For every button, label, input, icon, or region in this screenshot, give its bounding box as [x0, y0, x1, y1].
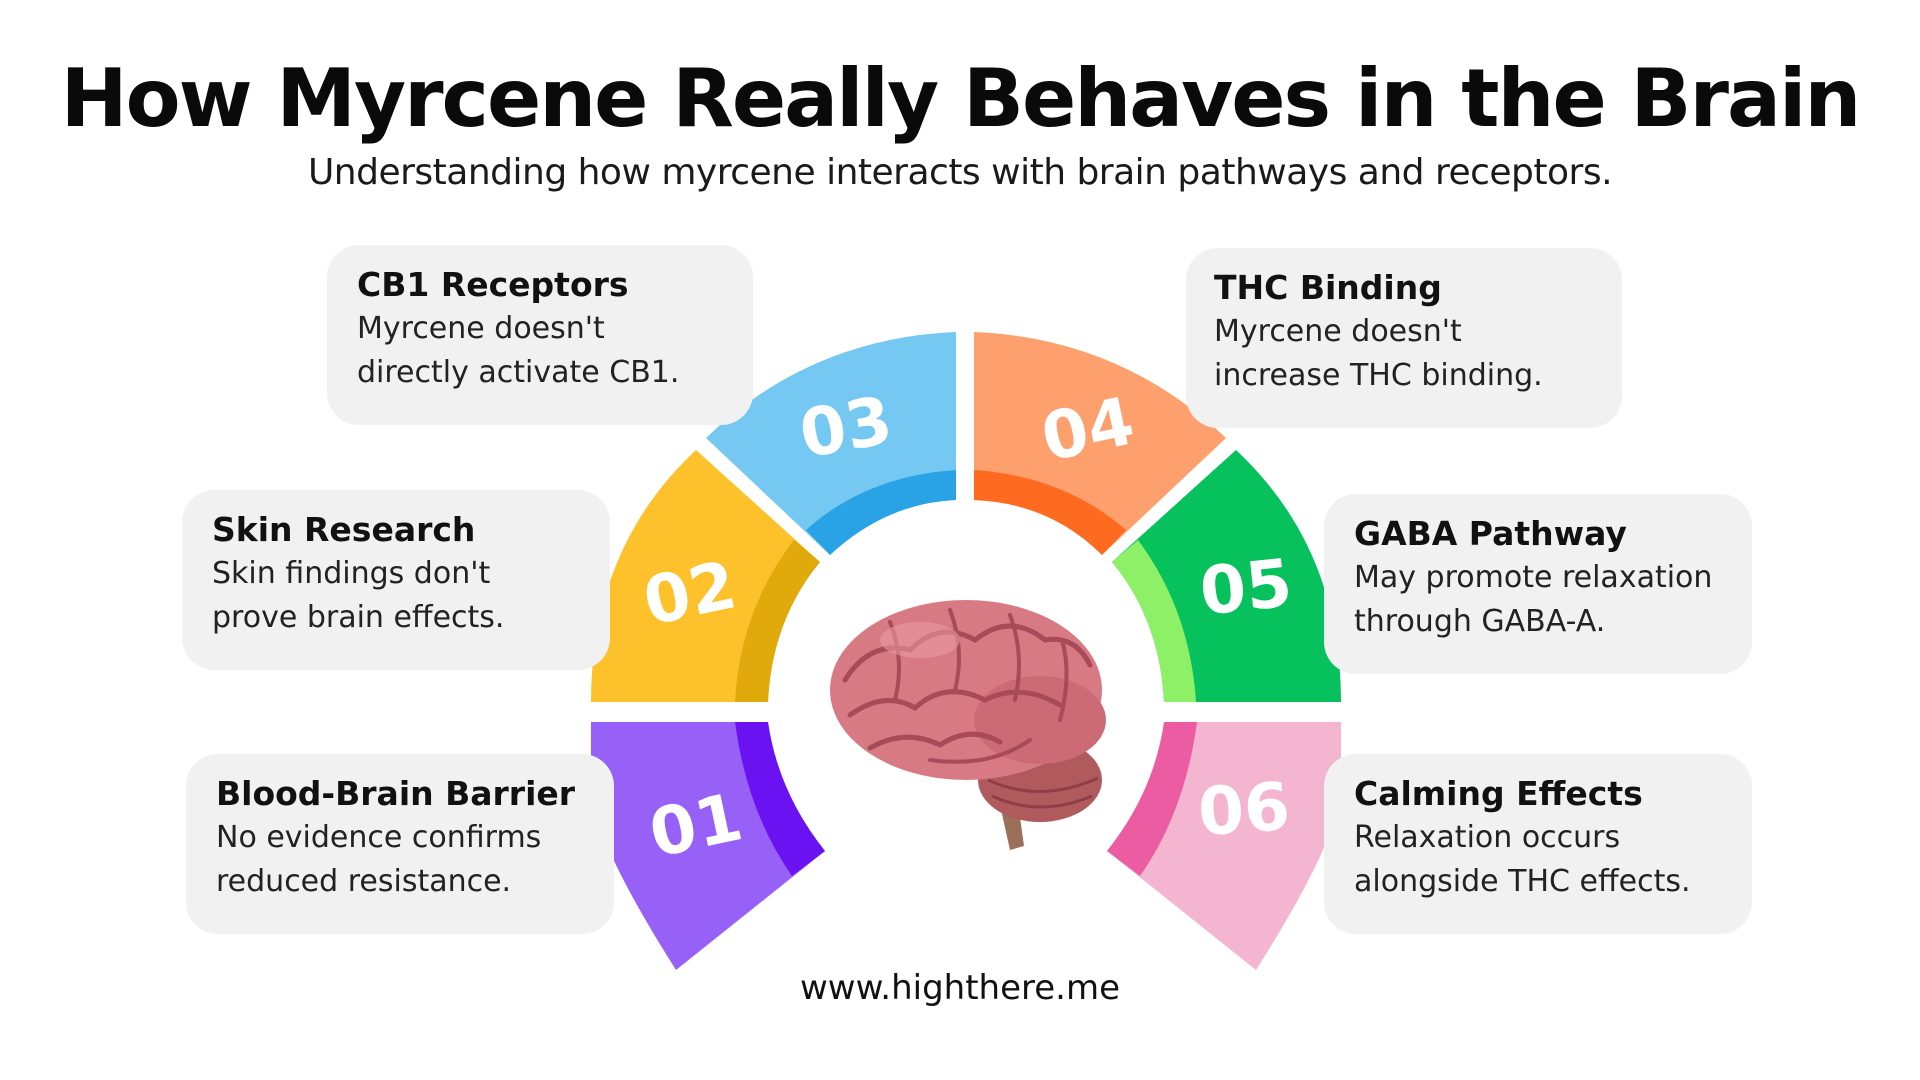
segment-04: 04: [974, 332, 1226, 555]
segment-01: 01: [591, 722, 825, 970]
brain-icon: [830, 600, 1106, 850]
segment-06-inner: [1107, 722, 1197, 876]
card-line-2: alongside THC effects.: [1354, 864, 1691, 899]
card-skin-research: Skin Research Skin findings don't prove …: [182, 490, 610, 670]
card-line-2: directly activate CB1.: [357, 355, 680, 390]
page-title: How Myrcene Really Behaves in the Brain: [60, 52, 1862, 145]
card-cb1-receptors: CB1 Receptors Myrcene doesn't directly a…: [327, 245, 753, 425]
segment-01-number: 01: [643, 778, 749, 872]
segment-05-number: 05: [1196, 544, 1295, 630]
card-thc-binding: THC Binding Myrcene doesn't increase THC…: [1186, 248, 1622, 428]
segment-04-number: 04: [1035, 382, 1141, 476]
page-subtitle: Understanding how myrcene interacts with…: [307, 152, 1613, 193]
segment-03: 03: [706, 332, 956, 555]
card-line-1: Myrcene doesn't: [1214, 314, 1462, 349]
card-heading: CB1 Receptors: [357, 265, 629, 304]
segment-01-inner: [735, 722, 825, 876]
card-line-1: Skin findings don't: [212, 556, 491, 591]
segment-03-inner: [806, 470, 956, 555]
card-gaba-pathway: GABA Pathway May promote relaxation thro…: [1324, 494, 1752, 674]
card-heading: GABA Pathway: [1354, 514, 1627, 553]
card-line-1: No evidence confirms: [216, 820, 542, 855]
card-line-2: prove brain effects.: [212, 600, 505, 635]
card-line-2: reduced resistance.: [216, 864, 512, 899]
card-line-1: Myrcene doesn't: [357, 311, 605, 346]
card-heading: Blood-Brain Barrier: [216, 774, 576, 813]
segment-02-number: 02: [637, 546, 743, 640]
card-heading: Skin Research: [212, 510, 476, 549]
card-line-2: increase THC binding.: [1214, 358, 1543, 393]
segment-05-inner: [1112, 540, 1196, 702]
card-heading: Calming Effects: [1354, 774, 1643, 813]
segment-02: 02: [591, 450, 820, 702]
segment-03-number: 03: [794, 382, 898, 474]
footer-url: www.highthere.me: [799, 968, 1121, 1008]
card-line-2: through GABA-A.: [1354, 604, 1606, 639]
card-heading: THC Binding: [1214, 268, 1442, 307]
card-calming-effects: Calming Effects Relaxation occurs alongs…: [1324, 754, 1752, 934]
segment-02-inner: [735, 540, 820, 702]
segment-06-number: 06: [1195, 768, 1292, 851]
segment-04-inner: [974, 470, 1126, 555]
segment-05: 05: [1112, 450, 1341, 702]
segment-06: 06: [1107, 722, 1341, 970]
card-blood-brain-barrier: Blood-Brain Barrier No evidence confirms…: [186, 754, 614, 934]
card-line-1: Relaxation occurs: [1354, 820, 1621, 855]
card-line-1: May promote relaxation: [1354, 560, 1713, 595]
